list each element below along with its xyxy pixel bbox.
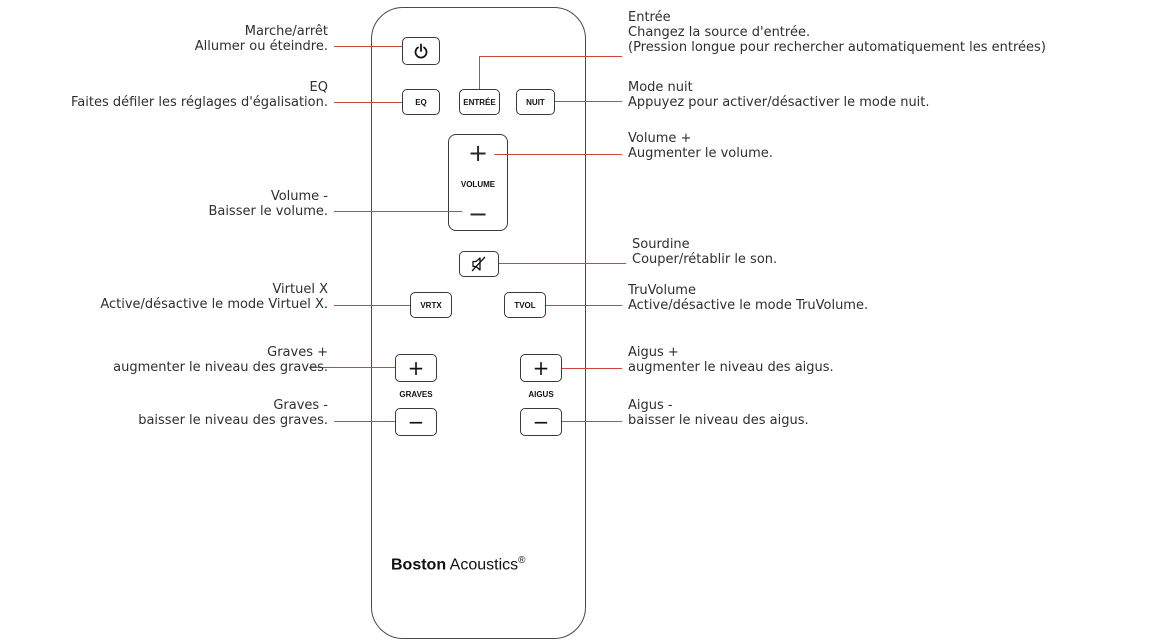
bass-down-leader-line [334, 421, 395, 422]
volume-down-annotation: Volume - Baisser le volume. [208, 189, 328, 219]
virtual-title: Virtuel X [272, 282, 328, 297]
virtual-desc: Active/désactive le mode Virtuel X. [100, 297, 328, 312]
input-title: Entrée [628, 10, 671, 25]
power-desc: Allumer ou éteindre. [194, 39, 328, 54]
power-icon [414, 43, 428, 58]
night-button-label: NUIT [526, 97, 545, 107]
bass-down-title: Graves - [273, 398, 328, 413]
treble-up-title: Aigus + [628, 345, 679, 360]
treble-up-desc: augmenter le niveau des aigus. [628, 360, 834, 375]
mute-desc: Couper/rétablir le son. [632, 252, 778, 267]
mute-leader-line [499, 263, 626, 264]
treble-down-desc: baisser le niveau des aigus. [628, 413, 809, 428]
eq-annotation: EQ Faites défiler les réglages d'égalisa… [71, 80, 328, 110]
eq-button-label: EQ [415, 97, 427, 107]
input-desc: Changez la source d'entrée. [628, 25, 811, 40]
vrtx-button[interactable]: VRTX [410, 292, 452, 318]
volume-label: VOLUME [460, 180, 496, 189]
volume-up-title: Volume + [628, 131, 692, 146]
volume-up-button[interactable]: + [467, 139, 489, 167]
night-annotation: Mode nuit Appuyez pour activer/désactive… [628, 80, 930, 110]
truvolume-annotation: TruVolume Active/désactive le mode TruVo… [628, 283, 868, 313]
treble-up-leader-line [562, 368, 622, 369]
bass-up-title: Graves + [267, 345, 328, 360]
mute-speaker-icon [471, 256, 486, 272]
tvol-leader-line [546, 305, 622, 306]
input-desc-long-press: (Pression longue pour rechercher automat… [628, 40, 1046, 55]
power-title: Marche/arrêt [244, 24, 328, 39]
treble-down-title: Aigus - [628, 398, 673, 413]
tvol-button-label: TVOL [514, 300, 536, 310]
bass-up-button[interactable]: + [395, 354, 437, 382]
minus-icon: − [532, 410, 550, 434]
treble-down-leader-line [562, 421, 622, 422]
graves-label: GRAVES [399, 390, 433, 399]
plus-icon: + [532, 356, 550, 380]
input-leader-line [479, 56, 622, 57]
brand-logo: Boston Acoustics® [391, 555, 526, 574]
virtual-annotation: Virtuel X Active/désactive le mode Virtu… [100, 282, 328, 312]
volume-down-leader-line [334, 211, 462, 212]
night-button[interactable]: NUIT [516, 89, 555, 115]
volume-up-leader-line [494, 154, 622, 155]
bass-up-leader-line [309, 367, 395, 368]
volume-up-desc: Augmenter le volume. [628, 146, 773, 161]
power-leader-line [334, 46, 402, 47]
mute-title: Sourdine [632, 237, 690, 252]
night-leader-line [555, 101, 622, 102]
eq-title: EQ [309, 80, 328, 95]
power-annotation: Marche/arrêt Allumer ou éteindre. [195, 24, 328, 54]
volume-rocker: + VOLUME − [448, 134, 508, 231]
bass-up-desc: augmenter le niveau des graves. [113, 360, 328, 375]
plus-icon: + [407, 356, 425, 380]
input-button-label: ENTRÉE [463, 97, 496, 107]
volume-down-button[interactable]: − [467, 200, 489, 228]
volume-up-annotation: Volume + Augmenter le volume. [628, 131, 773, 161]
truvolume-title: TruVolume [628, 283, 696, 298]
bass-up-annotation: Graves + augmenter le niveau des graves. [113, 345, 328, 375]
volume-down-desc: Baisser le volume. [208, 204, 328, 219]
eq-desc: Faites défiler les réglages d'égalisatio… [71, 95, 328, 110]
power-button[interactable] [402, 37, 440, 65]
tvol-button[interactable]: TVOL [504, 292, 546, 318]
night-desc: Appuyez pour activer/désactiver le mode … [628, 95, 930, 110]
input-button[interactable]: ENTRÉE [459, 89, 500, 115]
night-title: Mode nuit [628, 80, 693, 95]
mute-button[interactable] [459, 251, 499, 277]
bass-down-button[interactable]: − [395, 408, 437, 436]
bass-down-annotation: Graves - baisser le niveau des graves. [138, 398, 328, 428]
mute-annotation: Sourdine Couper/rétablir le son. [632, 237, 777, 267]
vrtx-button-label: VRTX [420, 300, 442, 310]
volume-down-title: Volume - [270, 189, 328, 204]
treble-down-annotation: Aigus - baisser le niveau des aigus. [628, 398, 809, 428]
minus-icon: − [407, 410, 425, 434]
treble-up-button[interactable]: + [520, 354, 562, 382]
eq-button[interactable]: EQ [402, 89, 440, 115]
vrtx-leader-line [334, 305, 410, 306]
input-leader-vertical [479, 56, 480, 89]
eq-leader-line [334, 102, 402, 103]
truvolume-desc: Active/désactive le mode TruVolume. [628, 298, 869, 313]
aigus-label: AIGUS [528, 390, 554, 399]
treble-down-button[interactable]: − [520, 408, 562, 436]
input-annotation: Entrée Changez la source d'entrée. (Pres… [628, 10, 1046, 55]
treble-up-annotation: Aigus + augmenter le niveau des aigus. [628, 345, 834, 375]
bass-down-desc: baisser le niveau des graves. [138, 413, 328, 428]
